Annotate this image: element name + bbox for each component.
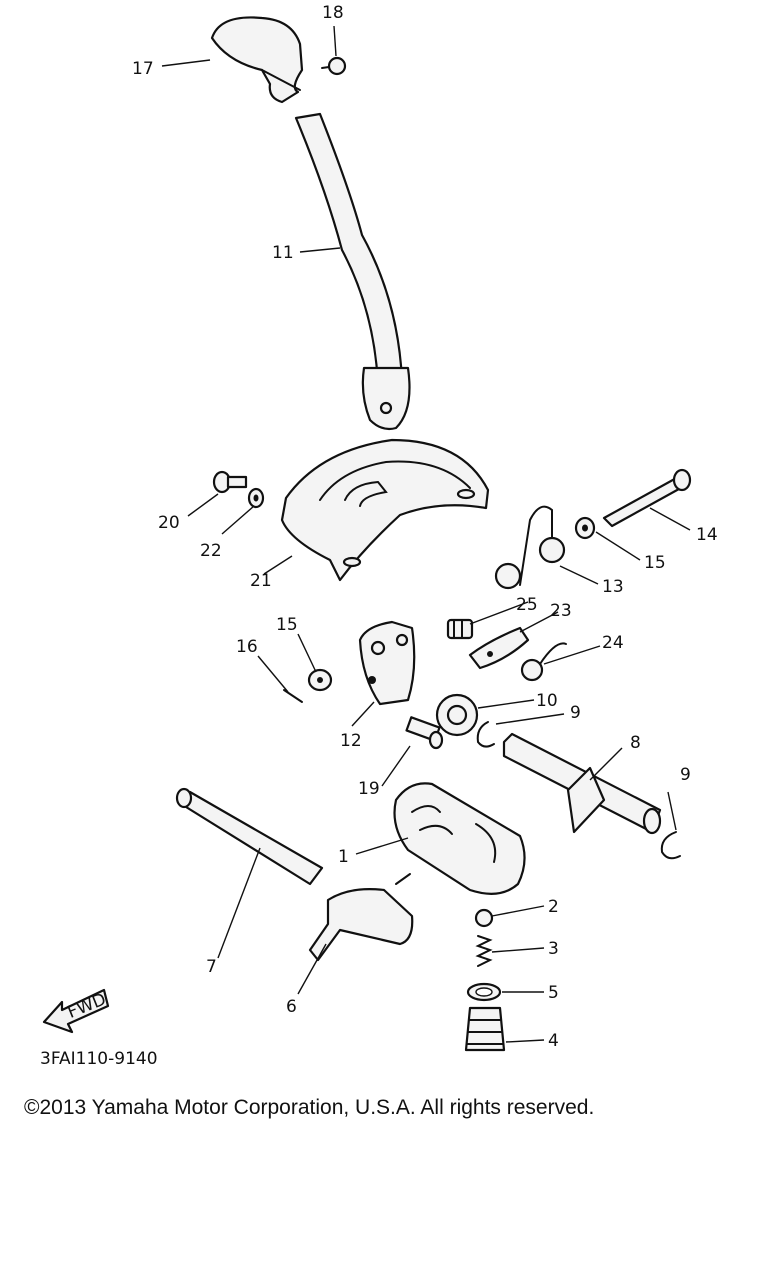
circlip-9-b	[660, 831, 681, 860]
bolt-19	[405, 716, 444, 750]
leader-lines	[161, 25, 691, 1043]
callout-labels: 1 2 3 4 5 6 7 8 9 9 10 11 12 13 14 15 15…	[132, 3, 718, 1051]
callout-19: 19	[358, 779, 380, 799]
washer-5	[466, 982, 502, 1002]
callout-14: 14	[696, 525, 718, 545]
circlip-9-a	[476, 721, 495, 748]
knob-bolt	[321, 56, 347, 76]
callout-2: 2	[548, 897, 559, 917]
callout-9-b: 9	[680, 765, 691, 785]
shift-fork-6	[308, 873, 414, 962]
callout-13: 13	[602, 577, 624, 597]
exploded-parts-diagram: FWD 1 2 3 4 5 6 7	[40, 3, 718, 1069]
pivot-pin-14	[602, 468, 692, 528]
shift-lever	[294, 112, 411, 431]
shift-knob	[210, 16, 304, 104]
callout-3: 3	[548, 939, 559, 959]
shift-drum-1	[393, 782, 526, 895]
callout-15-left: 15	[276, 615, 298, 635]
shift-arm-12	[358, 620, 416, 706]
callout-17: 17	[132, 59, 154, 79]
callout-24: 24	[602, 633, 624, 653]
callout-4: 4	[548, 1031, 559, 1051]
bolt-25	[446, 618, 474, 640]
callout-6: 6	[286, 997, 297, 1017]
bolt-20	[212, 470, 248, 494]
plug-4	[464, 1006, 506, 1052]
callout-21: 21	[250, 571, 272, 591]
callout-10: 10	[536, 691, 558, 711]
callout-5: 5	[548, 983, 559, 1003]
callout-25: 25	[516, 595, 538, 615]
stopper-lever-23	[468, 626, 530, 670]
copyright-notice: ©2013 Yamaha Motor Corporation, U.S.A. A…	[24, 1096, 595, 1119]
detent-spring-3	[475, 935, 493, 967]
callout-16: 16	[236, 637, 258, 657]
callout-7: 7	[206, 957, 217, 977]
bearing-10	[435, 693, 479, 737]
figure-code: 3FAI110-9140	[40, 1049, 158, 1069]
callout-8: 8	[630, 733, 641, 753]
callout-1: 1	[338, 847, 349, 867]
torsion-spring-13	[494, 505, 566, 590]
callout-11: 11	[272, 243, 294, 263]
stopper-spring-24	[520, 642, 567, 682]
forward-arrow-icon: FWD	[42, 988, 110, 1034]
washer-15-left	[307, 668, 333, 692]
shift-shaft-8	[502, 732, 662, 835]
callout-18: 18	[322, 3, 344, 23]
cotter-pin-16	[283, 689, 303, 703]
callout-12: 12	[340, 731, 362, 751]
callout-15-right: 15	[644, 553, 666, 573]
callout-22: 22	[200, 541, 222, 561]
washer-15-right	[574, 516, 596, 540]
shift-guide-plate	[280, 438, 490, 582]
guide-bar-7	[175, 787, 324, 886]
fwd-label: FWD	[65, 989, 109, 1022]
callout-23: 23	[550, 601, 572, 621]
detent-ball-2	[474, 908, 494, 928]
callout-20: 20	[158, 513, 180, 533]
callout-9-a: 9	[570, 703, 581, 723]
washer-22	[247, 487, 265, 509]
